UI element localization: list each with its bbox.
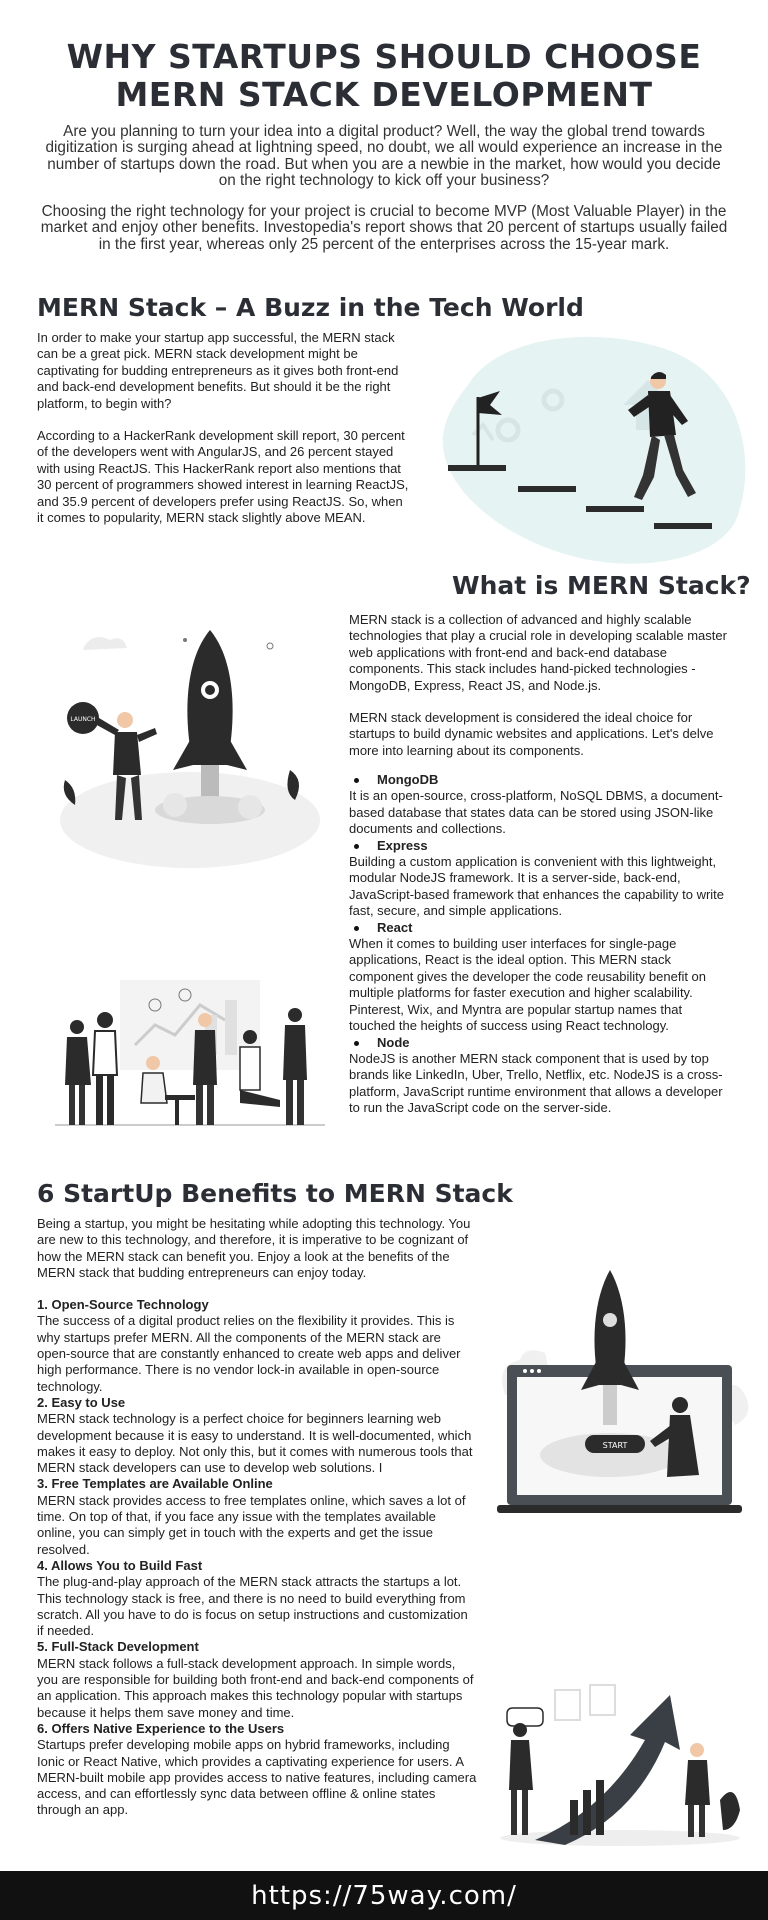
rocket-launch-illustration: LAUNCH [60, 630, 320, 868]
benefit-item: 1. Open-Source Technology The success of… [37, 1297, 477, 1395]
component-express-text: Building a custom application is conveni… [349, 854, 725, 919]
what-heading: What is MERN Stack? [452, 571, 751, 600]
component-mongodb: MongoDB It is an open-source, cross-plat… [349, 772, 729, 838]
component-mongodb-text: It is an open-source, cross-platform, No… [349, 788, 723, 837]
component-node-title: Node [349, 1035, 729, 1051]
intro-paragraph-1: Are you planning to turn your idea into … [45, 123, 723, 190]
stairs-success-illustration [442, 336, 746, 564]
mern-components-list: MongoDB It is an open-source, cross-plat… [349, 772, 729, 1117]
start-button-label: START [603, 1441, 628, 1450]
benefits-intro: Being a startup, you might be hesitating… [37, 1216, 471, 1280]
component-react-title: React [349, 920, 729, 936]
buzz-heading: MERN Stack – A Buzz in the Tech World [37, 293, 584, 322]
laptop-rocket-illustration: START [497, 1270, 749, 1513]
intro-paragraph-2: Choosing the right technology for your p… [40, 203, 728, 253]
what-text: MERN stack is a collection of advanced a… [349, 612, 729, 775]
benefit-item: 4. Allows You to Build Fast The plug-and… [37, 1558, 477, 1639]
footer-bar: https://75way.com/ [0, 1871, 768, 1920]
growth-arrow-illustration [500, 1684, 740, 1846]
component-express-title: Express [349, 838, 729, 854]
benefits-heading: 6 StartUp Benefits to MERN Stack [37, 1179, 513, 1208]
benefit-title-5: 5. Full-Stack Development [37, 1639, 199, 1655]
page-title: WHY STARTUPS SHOULD CHOOSE MERN STACK DE… [66, 37, 702, 114]
benefit-text-5: MERN stack follows a full-stack developm… [37, 1655, 474, 1720]
benefit-title-2: 2. Easy to Use [37, 1394, 126, 1410]
benefit-item: 2. Easy to Use MERN stack technology is … [37, 1395, 477, 1476]
benefit-text-3: MERN stack provides access to free templ… [37, 1492, 466, 1557]
buzz-paragraph-2: According to a HackerRank development sk… [37, 428, 409, 526]
benefit-text-6: Startups prefer developing mobile apps o… [37, 1737, 477, 1818]
component-express: Express Building a custom application is… [349, 838, 729, 920]
benefits-list: Being a startup, you might be hesitating… [37, 1216, 477, 1819]
component-node-text: NodeJS is another MERN stack component t… [349, 1050, 723, 1116]
component-react-text: When it comes to building user interface… [349, 936, 707, 1034]
benefit-title-4: 4. Allows You to Build Fast [37, 1557, 203, 1573]
benefit-item: 5. Full-Stack Development MERN stack fol… [37, 1639, 477, 1720]
benefit-title-6: 6. Offers Native Experience to the Users [37, 1720, 285, 1736]
component-node: Node NodeJS is another MERN stack compon… [349, 1035, 729, 1117]
benefit-text-1: The success of a digital product relies … [37, 1313, 461, 1394]
component-mongodb-title: MongoDB [349, 772, 729, 788]
component-react: React When it comes to building user int… [349, 920, 729, 1035]
what-paragraph-1: MERN stack is a collection of advanced a… [349, 612, 727, 693]
what-paragraph-2: MERN stack development is considered the… [349, 710, 714, 758]
benefit-title-1: 1. Open-Source Technology [37, 1297, 209, 1313]
launch-sign-label: LAUNCH [70, 716, 95, 723]
buzz-text: In order to make your startup app succes… [37, 330, 410, 542]
benefit-item: 3. Free Templates are Available Online M… [37, 1476, 477, 1557]
buzz-paragraph-1: In order to make your startup app succes… [37, 330, 399, 411]
benefit-title-3: 3. Free Templates are Available Online [37, 1476, 273, 1492]
team-meeting-illustration [55, 980, 325, 1126]
benefit-item: 6. Offers Native Experience to the Users… [37, 1721, 477, 1819]
benefit-text-2: MERN stack technology is a perfect choic… [37, 1411, 473, 1476]
benefit-text-4: The plug-and-play approach of the MERN s… [37, 1574, 468, 1639]
footer-url-link[interactable]: https://75way.com/ [251, 1880, 517, 1911]
